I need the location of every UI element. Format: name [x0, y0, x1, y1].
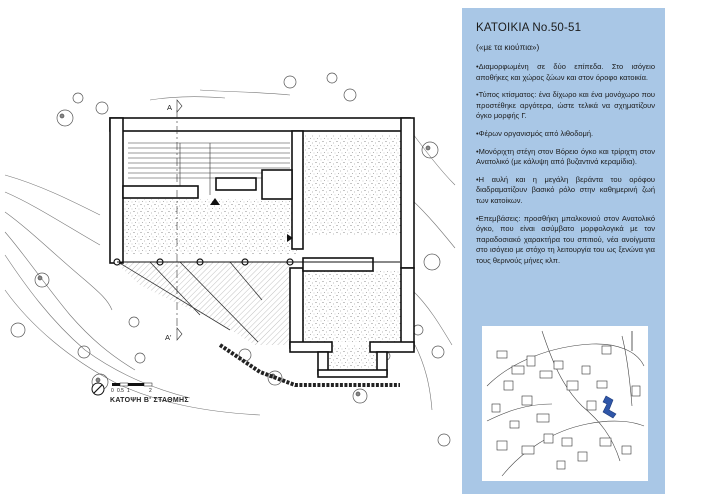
house-title: ΚΑΤΟΙΚΙΑ No.50-51 [476, 22, 582, 34]
description-item: Φέρων οργανισμός από λιθοδομή. [476, 129, 655, 140]
description-item: Τύπος κτίσματος: ένα δίχωρο και ένα μονό… [476, 90, 655, 122]
svg-text:0.5: 0.5 [117, 388, 124, 394]
terrace-hatching [115, 262, 290, 345]
description-panel: ΚΑΤΟΙΚΙΑ No.50-51 («με τα κιούπια») Διαμ… [462, 8, 665, 494]
svg-text:1: 1 [127, 388, 130, 394]
section-label-a-prime: A' [165, 333, 172, 342]
house-nickname: («με τα κιούπια») [476, 42, 540, 52]
svg-text:2: 2 [149, 388, 152, 394]
scale-bar [112, 382, 153, 387]
scale-ticks: 0 0.5 1 2 [111, 388, 152, 394]
location-map [482, 326, 648, 481]
description-item: Διαμορφωμένη σε δύο επίπεδα. Στο ισόγειο… [476, 62, 655, 83]
plan-caption: ΚΑΤΟΨΗ Β' ΣΤΑΘΜΗΣ [110, 397, 189, 404]
section-label-a: A [167, 103, 172, 112]
walls [109, 117, 415, 378]
neighbour-buildings [491, 345, 641, 470]
retaining-wall [218, 343, 400, 387]
entrance-arrow-east [287, 234, 293, 242]
entrance-arrow [210, 198, 220, 205]
description-item: Η αυλή και η μεγάλη βεράντα του ορόφου δ… [476, 175, 655, 207]
section-line [176, 99, 183, 341]
description-item: Μονόριχτη στέγη στον Βόρειο όγκο και τρί… [476, 147, 655, 168]
terrace-rails [117, 261, 263, 343]
description-item: Επεμβάσεις: προσθήκη μπαλκονιού στον Ανα… [476, 214, 655, 267]
room-floors [123, 135, 403, 370]
highlighted-house [602, 395, 617, 419]
floor-plan-drawing: A A' 0 0.5 1 2 ΚΑΤΟΨΗ Β' ΣΤΑΘΜΗΣ [4, 72, 456, 447]
svg-text:0: 0 [111, 388, 114, 394]
description-list: Διαμορφωμένη σε δύο επίπεδα. Στο ισόγειο… [476, 62, 655, 267]
north-arrow-icon [91, 382, 105, 396]
